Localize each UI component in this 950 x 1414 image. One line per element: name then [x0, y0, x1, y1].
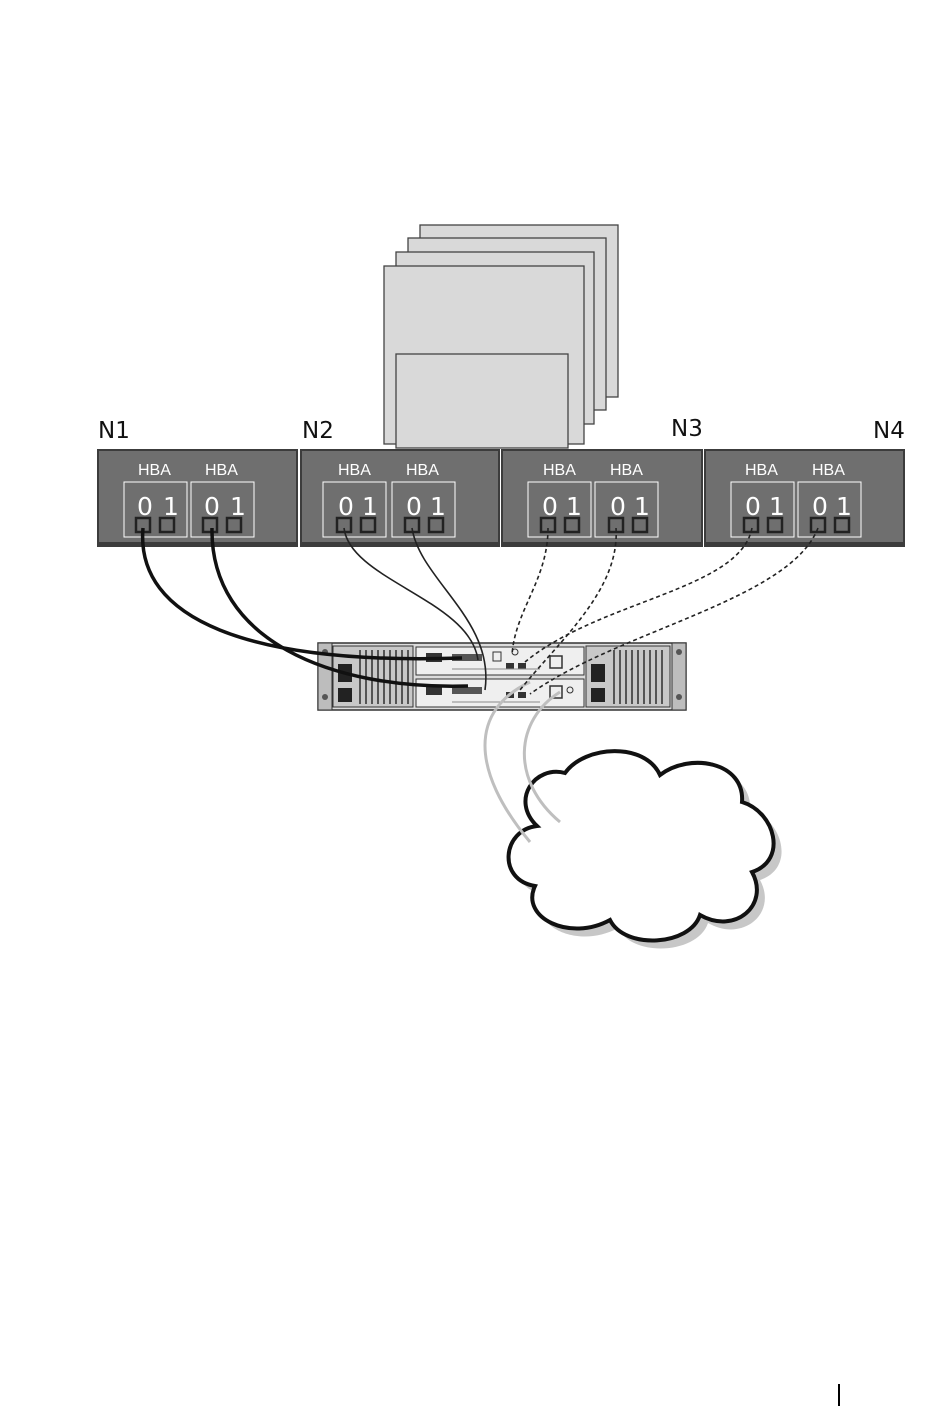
port-number-1: 1: [362, 492, 378, 521]
port-number-0: 0: [406, 492, 422, 521]
hba-label: HBA: [406, 462, 439, 479]
sas-cable: [525, 528, 752, 662]
port-number-1: 1: [634, 492, 650, 521]
hba-label: HBA: [812, 462, 845, 479]
port-number-1: 1: [566, 492, 582, 521]
port-number-0: 0: [542, 492, 558, 521]
hba-label: HBA: [745, 462, 778, 479]
port-number-1: 1: [769, 492, 785, 521]
port-number-1: 1: [430, 492, 446, 521]
port-number-0: 0: [204, 492, 220, 521]
port-number-1: 1: [230, 492, 246, 521]
network-cloud-icon: [509, 751, 782, 948]
node-n2: HBA 0 1 HBA 0 1: [301, 450, 499, 547]
port-number-0: 0: [812, 492, 828, 521]
node-label-n2: N2: [302, 418, 334, 444]
node-label-n1: N1: [98, 418, 130, 444]
hba-label: HBA: [205, 462, 238, 479]
stacked-clients-icon: [384, 225, 618, 448]
port-number-0: 0: [338, 492, 354, 521]
node-n1: HBA 0 1 HBA 0 1: [98, 450, 297, 547]
port-number-1: 1: [836, 492, 852, 521]
hba-label: HBA: [543, 462, 576, 479]
sas-cable: [512, 528, 548, 655]
port-number-0: 0: [610, 492, 626, 521]
node-label-n4: N4: [873, 418, 905, 444]
node-n4: HBA 0 1 HBA 0 1: [705, 450, 904, 547]
node-label-n3: N3: [671, 416, 703, 442]
sas-cable: [344, 528, 478, 660]
port-number-0: 0: [745, 492, 761, 521]
node-n3: HBA 0 1 HBA 0 1: [502, 450, 702, 547]
port-number-1: 1: [163, 492, 179, 521]
hba-label: HBA: [138, 462, 171, 479]
hba-label: HBA: [338, 462, 371, 479]
hba-label: HBA: [610, 462, 643, 479]
port-number-0: 0: [137, 492, 153, 521]
page-footer-divider: [838, 1384, 840, 1406]
